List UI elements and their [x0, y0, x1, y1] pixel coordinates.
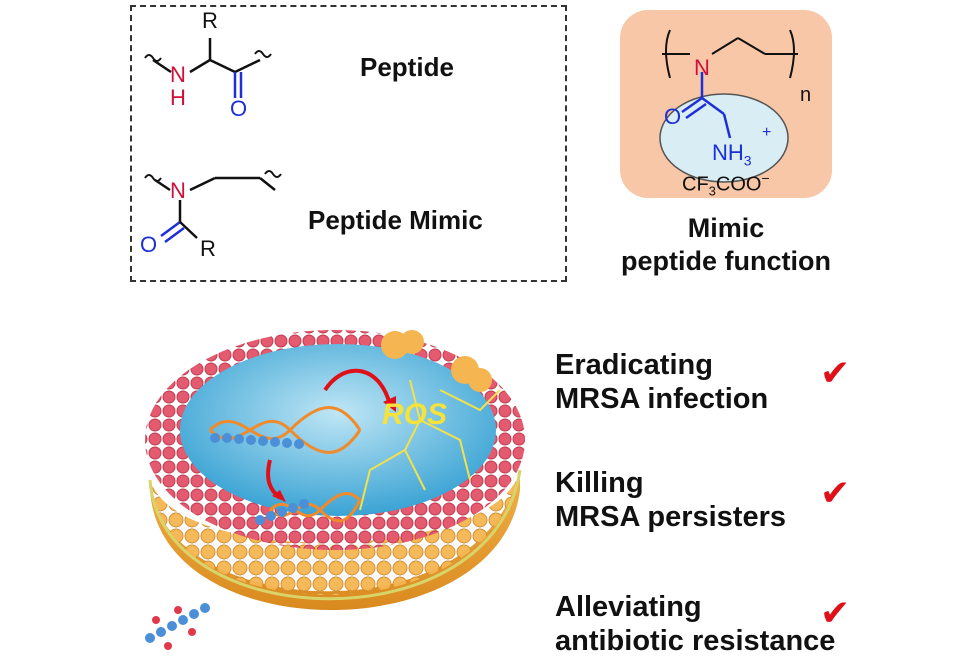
ammonium-group: NH3 [712, 140, 752, 169]
benefit-line2: antibiotic resistance [555, 625, 836, 657]
benefit-line1: Alleviating [555, 591, 702, 623]
check-icon: ✔ [820, 472, 851, 513]
peptide-h-atom: H [170, 85, 186, 110]
mimic-polymer-structure [659, 29, 798, 183]
check-icon: ✔ [820, 352, 851, 393]
benefit-item-alleviating: Alleviating antibiotic resistance [555, 590, 835, 658]
benefit-line1: Killing [555, 467, 644, 499]
mimic-caption: Mimic peptide function [591, 212, 861, 278]
peptide-mimic-label: Peptide Mimic [308, 205, 483, 235]
polymer-o-atom: O [664, 104, 682, 129]
polymer-n-atom: N [694, 55, 710, 80]
peptide-mimic-structure [144, 170, 282, 244]
mimic-n-atom: N [170, 178, 186, 203]
repeat-unit-n: n [800, 84, 812, 106]
benefit-line2: MRSA persisters [555, 501, 787, 533]
benefit-item-killing: Killing MRSA persisters [555, 466, 786, 534]
bacterial-cell-illustration [145, 330, 525, 650]
peptide-label: Peptide [360, 52, 454, 82]
chemistry-comparison-box [130, 5, 567, 282]
ros-label: ROS [382, 398, 448, 431]
mimic-caption-line2: peptide function [621, 246, 831, 276]
mimic-r-atom: R [200, 236, 216, 261]
plus-charge: + [762, 124, 772, 141]
benefit-line1: Eradicating [555, 349, 713, 381]
peptide-n-atom: N [170, 62, 186, 87]
mimic-caption-line1: Mimic [687, 213, 765, 243]
peptide-r-atom: R [202, 8, 218, 33]
check-icon: ✔ [820, 592, 851, 633]
counterion-label: CF3COO− [682, 170, 770, 199]
peptide-o-atom: O [230, 96, 248, 121]
peptide-structure [144, 38, 272, 98]
mimic-o-atom: O [140, 232, 158, 257]
benefit-line2: MRSA infection [555, 383, 769, 415]
benefit-item-eradicating: Eradicating MRSA infection [555, 348, 768, 416]
